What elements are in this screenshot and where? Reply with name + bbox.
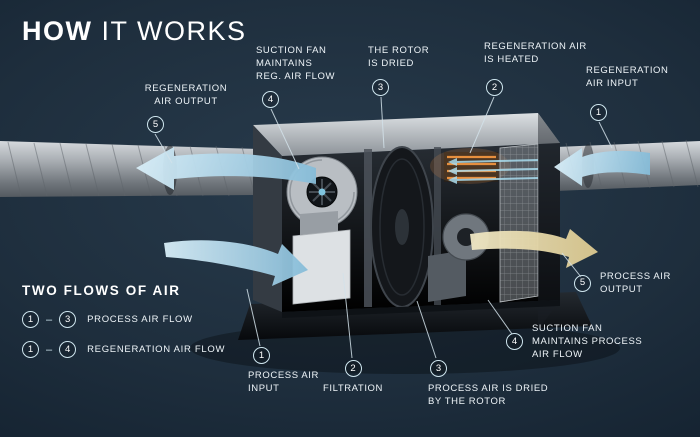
step-number-badge: 5 [147,116,164,133]
callout-process-air-dried: 3 PROCESS AIR IS DRIED BY THE ROTOR [428,358,548,408]
callout-label: THE ROTOR IS DRIED [368,45,430,70]
rotor [370,146,434,308]
callout-label: SUCTION FAN MAINTAINS PROCESS AIR FLOW [532,323,643,361]
machine-interior [282,113,560,330]
callout-regeneration-air-output: REGENERATION AIR OUTPUT 5 [128,82,244,133]
callout-regeneration-air-input: REGENERATION AIR INPUT 1 [586,64,669,121]
step-number-badge: 1 [22,311,39,328]
page-title: HOW IT WORKS [22,16,247,47]
step-number-badge: 1 [253,347,270,365]
filter-housing [292,211,351,305]
callout-label: REGENERATION AIR IS HEATED [484,41,587,66]
callout-label: PROCESS AIR OUTPUT [600,271,672,296]
process-input-arrow [164,240,308,286]
page-title-rest: IT WORKS [92,16,247,46]
callout-process-air-input: 1 PROCESS AIR INPUT [248,345,319,395]
legend-item-regeneration-air-flow: 1 – 4 REGENERATION AIR FLOW [22,341,225,358]
perforated-panel [499,143,539,303]
divider-panel [364,149,372,307]
callout-label: SUCTION FAN MAINTAINS REG. AIR FLOW [256,45,336,83]
step-number-badge: 2 [486,79,503,96]
step-number-badge: 1 [590,104,607,121]
callout-suction-fan-reg: SUCTION FAN MAINTAINS REG. AIR FLOW 4 [256,44,336,108]
callout-label: PROCESS AIR INPUT [248,370,320,395]
heated-air-streaks [448,158,539,184]
front-lip [282,300,560,318]
callout-regeneration-air-heated: REGENERATION AIR IS HEATED 2 [484,40,587,96]
step-number-badge: 3 [430,360,447,378]
right-panel [538,113,560,330]
top-panel [253,113,560,156]
legend: TWO FLOWS OF AIR 1 – 3 PROCESS AIR FLOW … [22,283,225,358]
callout-label: FILTRATION [323,383,384,395]
step-number-badge: 3 [372,79,389,96]
step-number-badge: 3 [59,311,77,328]
legend-item-process-air-flow: 1 – 3 PROCESS AIR FLOW [22,311,225,328]
airflow-arrows [136,147,650,286]
process-output-arrow [470,229,598,268]
step-number-badge: 4 [59,341,77,358]
callout-suction-fan-process: 4 SUCTION FAN MAINTAINS PROCESS AIR FLOW [506,322,642,361]
regeneration-input-arrow [554,148,650,186]
callout-filtration: 2 FILTRATION [323,358,383,395]
leader-lines [154,96,613,359]
legend-title: TWO FLOWS OF AIR [22,283,181,298]
callout-rotor-dried: THE ROTOR IS DRIED 3 [368,44,430,96]
callout-process-air-output: 5 PROCESS AIR OUTPUT [574,270,671,296]
callout-label: REGENERATION AIR INPUT [586,65,669,90]
step-number-badge: 1 [22,341,39,358]
callout-label: PROCESS AIR IS DRIED BY THE ROTOR [428,383,549,408]
range-dash: – [46,313,53,326]
step-number-badge: 4 [506,333,523,351]
left-panel [253,125,282,312]
range-dash: – [46,343,53,356]
legend-item-label: REGENERATION AIR FLOW [87,344,226,355]
heater [430,148,510,184]
step-number-badge: 5 [574,274,591,292]
fan-hub [318,188,326,196]
regeneration-output-arrow [136,147,316,190]
step-number-badge: 2 [344,360,362,378]
callout-label: REGENERATION AIR OUTPUT [144,83,228,108]
page-title-bold: HOW [22,16,93,46]
step-number-badge: 4 [262,91,279,108]
legend-item-label: PROCESS AIR FLOW [87,314,193,325]
